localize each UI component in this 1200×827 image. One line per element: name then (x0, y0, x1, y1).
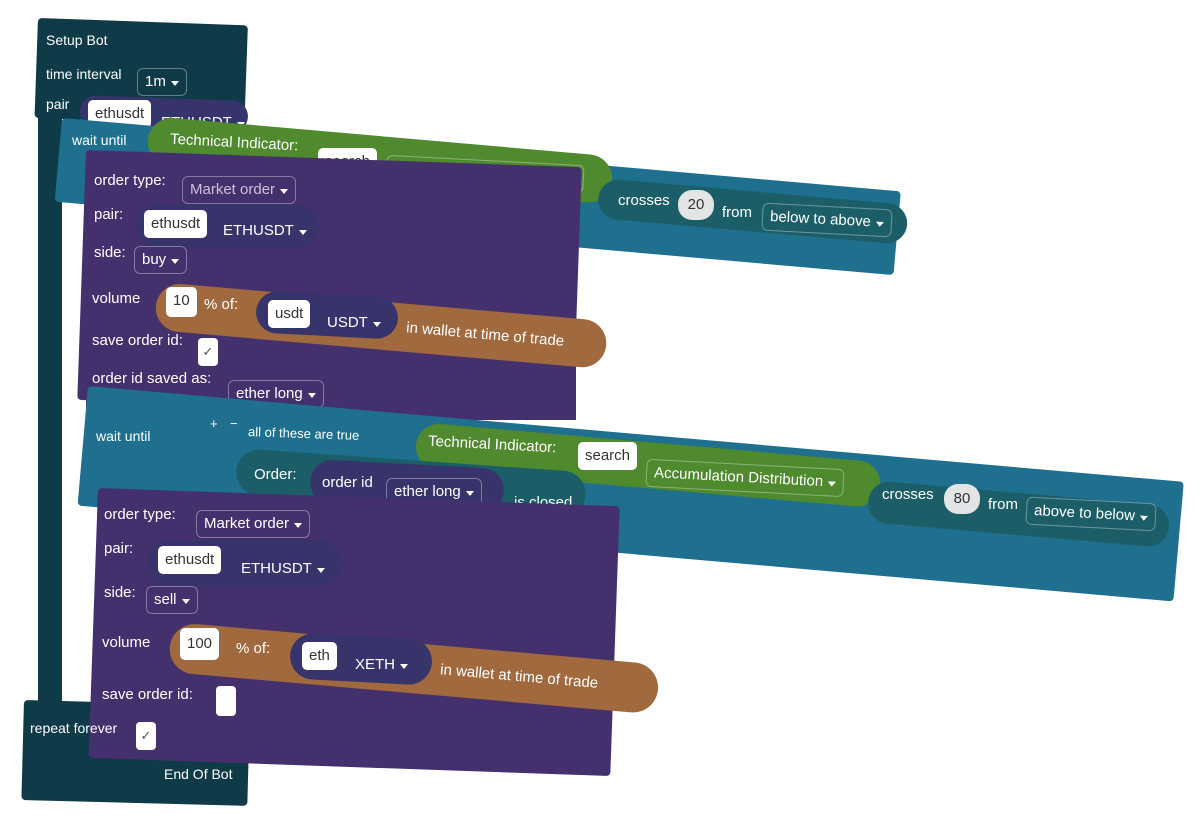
crosses-label-2: crosses (882, 486, 934, 503)
repeat-forever-checkbox[interactable]: ✓ (136, 722, 156, 750)
side-dropdown-o2[interactable]: sell (146, 586, 198, 614)
volume-input-o1[interactable]: 10 (166, 287, 197, 317)
asset-input-o1[interactable]: usdt (268, 300, 311, 328)
asset-dropdown-o2[interactable]: XETH (348, 652, 415, 680)
save-order-id-label-o1: save order id: (92, 332, 183, 349)
minus-button[interactable]: − (230, 416, 238, 431)
volume-label-o2: volume (102, 634, 151, 651)
pair-value-o2: ETHUSDT (241, 560, 312, 577)
side-value-o1: buy (142, 251, 167, 268)
indicator-value-2: Accumulation Distribution (653, 464, 824, 491)
order-type-label-1: order type: (94, 172, 166, 189)
pair-input-o1[interactable]: ethusdt (144, 210, 208, 238)
wait-until-label-1: wait until (72, 132, 127, 148)
plus-button[interactable]: + (210, 416, 218, 431)
wait-until-label-2: wait until (96, 428, 151, 444)
save-order-id-checkbox-o1[interactable]: ✓ (198, 338, 218, 366)
pct-of-label-o1: % of: (204, 296, 239, 313)
indicator-search-input-2[interactable]: search (578, 442, 638, 470)
pair-label-o2: pair: (104, 540, 134, 557)
order-type-dropdown-1[interactable]: Market order (182, 176, 297, 204)
order-id-label: order id (322, 474, 373, 491)
from-label-1: from (722, 204, 752, 221)
time-interval-dropdown[interactable]: 1m (137, 68, 187, 96)
pair-label-o1: pair: (94, 206, 124, 223)
side-dropdown-o1[interactable]: buy (134, 246, 188, 274)
crosses-label-1: crosses (618, 192, 670, 209)
asset-dropdown-o1[interactable]: USDT (320, 310, 388, 338)
order-block-2[interactable] (88, 488, 620, 777)
side-value-o2: sell (154, 591, 177, 608)
asset-value-o1: USDT (327, 314, 368, 331)
asset-value-o2: XETH (355, 656, 396, 673)
save-order-id-label-o2: save order id: (102, 686, 193, 703)
pair-input-o2[interactable]: ethusdt (158, 546, 222, 574)
pair-dropdown-o1[interactable]: ETHUSDT (216, 218, 314, 246)
order-label: Order: (254, 466, 297, 483)
order-type-value-2: Market order (204, 515, 290, 532)
setup-bot-title: Setup Bot (46, 32, 108, 48)
saved-as-value-o1: ether long (236, 385, 303, 402)
end-of-bot-label: End Of Bot (164, 766, 233, 782)
volume-input-o2[interactable]: 100 (180, 628, 220, 660)
setup-bot-spine (38, 110, 62, 710)
direction-value-1: below to above (769, 208, 872, 231)
volume-label-o1: volume (92, 290, 141, 307)
crosses-value-1[interactable]: 20 (678, 190, 714, 220)
direction-value-2: above to below (1033, 502, 1136, 525)
pair-label: pair (46, 96, 70, 112)
side-label-o1: side: (94, 244, 126, 261)
side-label-o2: side: (104, 584, 136, 601)
wait-until-2-base (88, 410, 178, 490)
order-type-dropdown-2[interactable]: Market order (196, 510, 311, 538)
from-label-2: from (988, 496, 1018, 513)
time-interval-value: 1m (145, 73, 166, 90)
crosses-value-2[interactable]: 80 (944, 484, 980, 514)
order-type-label-2: order type: (104, 506, 176, 523)
pct-of-label-o2: % of: (236, 640, 271, 657)
asset-input-o2[interactable]: eth (302, 642, 337, 670)
repeat-forever-label: repeat forever (30, 720, 118, 736)
pair-value-o1: ETHUSDT (223, 222, 294, 239)
order-id-value: ether long (394, 483, 461, 500)
pair-dropdown-o2[interactable]: ETHUSDT (234, 556, 332, 584)
save-order-id-checkbox-o2[interactable] (216, 686, 236, 716)
order-type-value-1: Market order (190, 181, 276, 198)
saved-as-label-o1: order id saved as: (92, 370, 212, 387)
time-interval-label: time interval (46, 66, 122, 82)
